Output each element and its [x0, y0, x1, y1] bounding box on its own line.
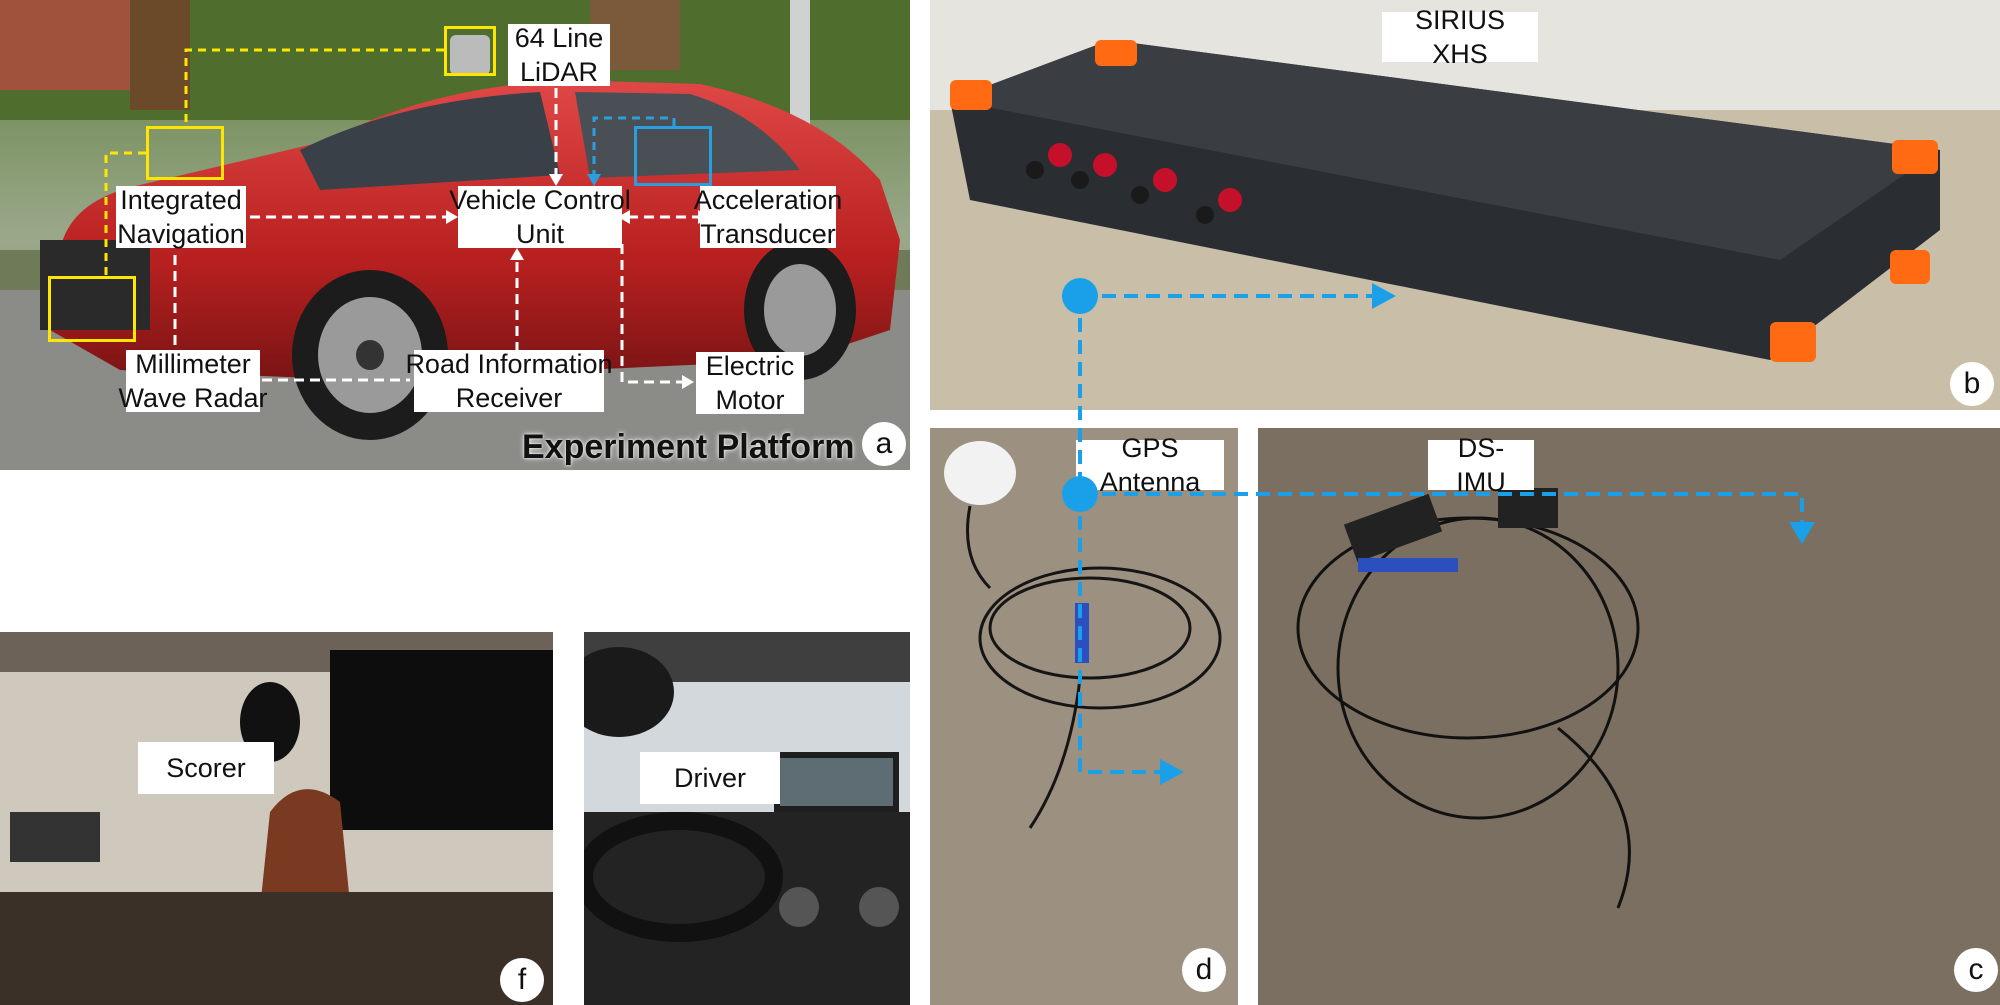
panel-b-sirius-xhs: SIRIUS XHS b: [930, 0, 2000, 410]
panel-letter-f: f: [500, 958, 544, 1002]
label-driver: Driver: [640, 752, 780, 804]
panel-c-ds-imu: DS-IMU c: [1258, 428, 2000, 1005]
panel-letter-c: c: [1954, 948, 1998, 992]
scorer-photo: [0, 632, 553, 1005]
panel-letter-b: b: [1950, 362, 1994, 406]
label-ds-imu: DS-IMU: [1428, 433, 1534, 497]
ds-imu-photo: [1258, 428, 2000, 1005]
driver-cabin-photo: [584, 632, 910, 1005]
title-experiment-platform: Experiment Platform: [522, 428, 855, 466]
panel-f-scorer: Scorer f: [0, 632, 553, 1005]
label-scorer: Scorer: [138, 742, 274, 794]
navigation-highlight-box: [146, 126, 224, 180]
sirius-device-photo: [930, 0, 2000, 410]
gps-antenna-photo: [930, 428, 1238, 1005]
radar-highlight-box: [48, 276, 136, 342]
panel-d-gps-antenna: GPS Antenna d: [930, 428, 1238, 1005]
panel-letter-d: d: [1182, 948, 1226, 992]
transducer-highlight-box: [634, 126, 712, 186]
label-sirius-xhs: SIRIUS XHS: [1382, 5, 1538, 69]
panel-e-main: [584, 632, 910, 1005]
label-gps-antenna: GPS Antenna: [1076, 433, 1224, 497]
panel-letter-a: a: [862, 422, 906, 466]
lidar-highlight-box: [444, 26, 496, 76]
